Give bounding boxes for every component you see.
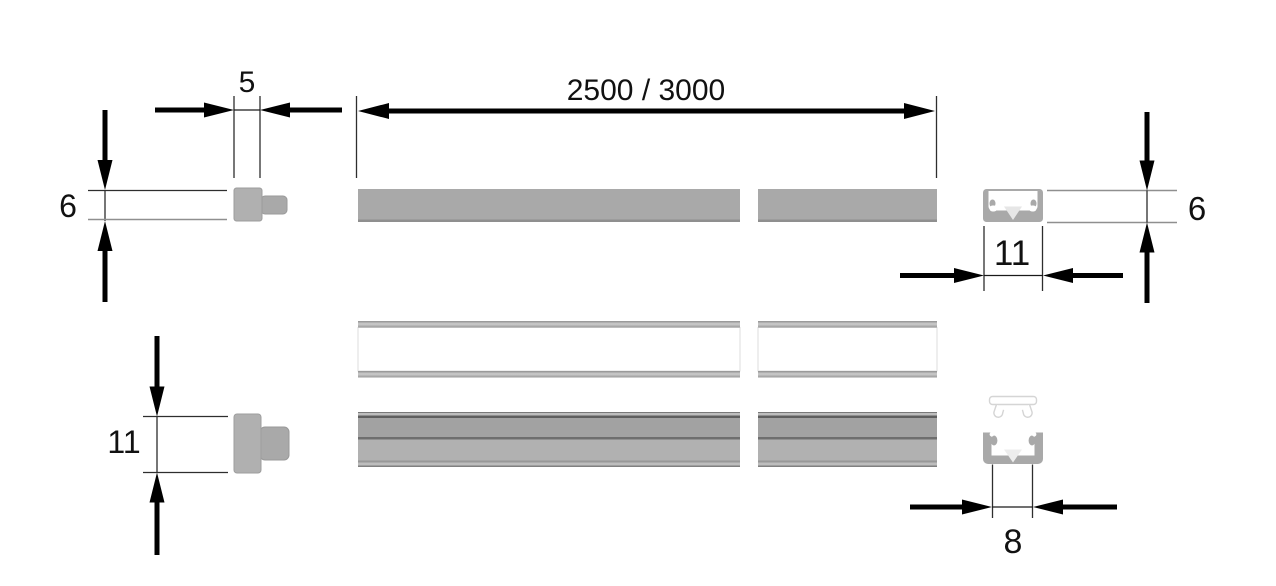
channel-hook	[1028, 435, 1036, 446]
bar-edge	[758, 219, 937, 222]
channel-led-seat	[1004, 449, 1022, 463]
end-cap-large-body	[233, 413, 262, 474]
channel-segment	[358, 412, 740, 467]
dim-label-cap-height: 6	[59, 188, 77, 224]
section-led-seat	[1004, 206, 1022, 220]
end-cap-small-plug	[260, 195, 288, 215]
dim-profile-width: 11	[900, 226, 1123, 291]
arrowhead-left-icon	[260, 102, 290, 118]
diffuser-edge	[758, 321, 937, 328]
cross-section-assembled	[983, 189, 1043, 222]
end-cap-small	[233, 187, 288, 222]
dim-profile-height: 6	[1047, 112, 1206, 303]
arrowhead-right-icon	[204, 102, 234, 118]
section-notch	[1029, 205, 1037, 212]
end-cap-large-plug	[259, 426, 290, 461]
dim-channel-inner-width: 8	[910, 464, 1117, 561]
end-cap-large	[233, 413, 290, 474]
arrowhead-down-icon	[149, 386, 165, 417]
channel-notch	[989, 432, 994, 437]
arrowhead-right-icon	[904, 103, 935, 119]
channel-bar-side-view	[358, 412, 937, 467]
diffuser-edge	[358, 321, 740, 328]
diffuser-top	[988, 395, 1038, 406]
arrowhead-left-icon	[1033, 499, 1063, 515]
channel-notch	[1032, 432, 1037, 437]
arrowhead-left-icon	[358, 103, 389, 119]
dim-label-profile-width: 11	[994, 234, 1030, 273]
channel-outer	[983, 432, 1043, 464]
arrowhead-up-icon	[1139, 222, 1155, 253]
channel-hook	[990, 435, 998, 446]
dim-cap-height: 6	[59, 110, 227, 302]
channel-cross-section	[983, 432, 1043, 464]
profile-bar-top-view	[358, 189, 937, 222]
diffuser-segment	[757, 327, 938, 372]
dim-cap-large-height: 11	[107, 336, 228, 555]
diffuser-edge	[758, 371, 937, 378]
arrowhead-right-icon	[954, 268, 984, 283]
bar-segment	[758, 189, 937, 222]
arrowhead-down-icon	[1139, 160, 1155, 191]
dim-label-channel-inner-width: 8	[1004, 523, 1023, 561]
channel-segment	[758, 412, 937, 467]
end-cap-small-body	[233, 187, 263, 222]
arrowhead-right-icon	[962, 499, 992, 515]
arrowhead-up-icon	[97, 221, 113, 251]
dim-label-profile-length: 2500 / 3000	[567, 74, 725, 107]
dim-label-profile-height: 6	[1188, 190, 1206, 227]
diffuser-foot	[993, 404, 1005, 418]
arrowhead-left-icon	[1043, 268, 1073, 283]
diffuser-edge	[358, 371, 740, 378]
section-cavity	[988, 191, 1038, 211]
arrowhead-up-icon	[149, 472, 165, 503]
diffuser-cross-section	[988, 395, 1038, 418]
diffuser-bar-side-view	[357, 321, 938, 378]
cross-section-exploded	[983, 395, 1043, 464]
dim-cap-width: 5	[155, 66, 342, 178]
bar-edge	[358, 219, 740, 222]
diffuser-foot	[1021, 404, 1033, 418]
bar-segment	[358, 189, 740, 222]
dim-profile-length: 2500 / 3000	[355, 74, 938, 178]
diffuser-segment	[357, 327, 741, 372]
dim-label-cap-width: 5	[239, 66, 256, 99]
arrowhead-down-icon	[97, 160, 113, 190]
dim-label-cap-large-height: 11	[107, 424, 140, 460]
section-notch	[989, 205, 997, 212]
